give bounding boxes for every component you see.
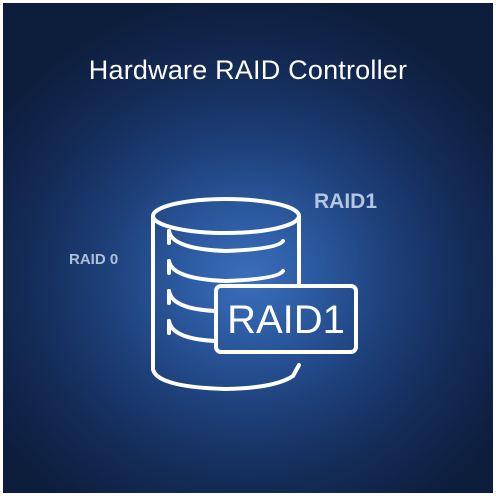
page-title: Hardware RAID Controller	[88, 55, 408, 85]
raid1-badge-text: RAID1	[227, 298, 345, 342]
raid1-label: RAID1	[314, 190, 378, 213]
cylinder-top	[151, 197, 301, 235]
raid1-badge-frame	[214, 284, 358, 354]
raid0-label: RAID 0	[69, 251, 119, 268]
product-image: Hardware RAID Controller RAID 0 RAID1	[3, 3, 493, 493]
cylinder-bottom	[151, 363, 301, 391]
database-stack-icon: RAID1	[151, 197, 358, 391]
